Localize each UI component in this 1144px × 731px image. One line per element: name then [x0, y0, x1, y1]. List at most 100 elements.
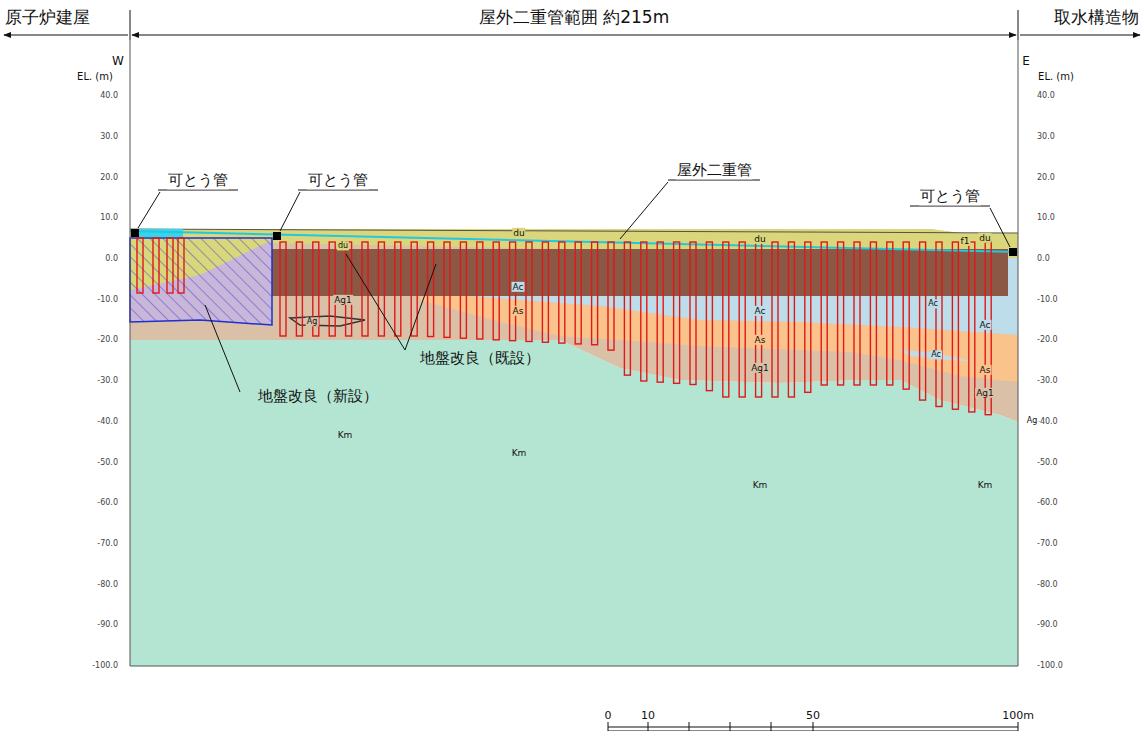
pile: [575, 242, 581, 344]
axis-value: 30.0: [99, 132, 119, 141]
range-heading: 屋外二重管範囲 約215m: [478, 8, 670, 28]
axis-value: -80.0: [1036, 580, 1059, 589]
leader-underline: [298, 190, 378, 191]
layer-label: Ag: [306, 317, 319, 326]
pile: [706, 242, 712, 391]
flexible-joint: [131, 229, 139, 237]
pile: [395, 242, 401, 336]
axis-value: -70.0: [1036, 539, 1059, 548]
scale-value: 0: [604, 710, 613, 723]
pile: [296, 242, 302, 336]
leader-underline: [910, 206, 990, 207]
ag1-layer: [130, 229, 1018, 422]
axis-value: 0.0: [1036, 254, 1051, 263]
pile: [526, 242, 532, 341]
layer-label: Ag: [1026, 416, 1039, 425]
layer-label: Ac: [927, 299, 939, 308]
axis-value: -30.0: [96, 377, 119, 386]
scale-tick: [771, 722, 772, 731]
layer-label: Ac: [979, 320, 992, 330]
range-mark: [1018, 10, 1019, 40]
callout-label: 可とう管: [919, 188, 981, 205]
axis-value: -90.0: [1036, 621, 1059, 630]
pile: [887, 242, 893, 385]
scale-value: 10: [640, 710, 656, 723]
pile: [723, 242, 729, 397]
axis-value: -50.0: [96, 458, 119, 467]
pile: [559, 242, 565, 343]
layer-label: f1: [960, 236, 971, 246]
pile: [903, 242, 909, 389]
dimension-arrow: [4, 35, 128, 36]
axis-value: -40.0: [96, 417, 119, 426]
layer-label: du: [978, 233, 991, 243]
leader-line: [405, 264, 436, 350]
scale-tick: [1018, 722, 1019, 731]
pile: [624, 242, 630, 375]
pile: [608, 242, 614, 350]
axis-value: 10.0: [1036, 214, 1056, 223]
axis-value: -60.0: [96, 499, 119, 508]
axis-title: EL. (m): [76, 71, 114, 83]
leader-line: [205, 305, 240, 392]
pile: [690, 242, 696, 385]
scale-value: 50: [805, 710, 821, 723]
pile: [378, 242, 384, 336]
pile: [756, 242, 762, 397]
layer-label: Ag1: [975, 388, 995, 398]
leader-line: [620, 182, 668, 239]
layer-label: Ac: [930, 350, 942, 359]
leader-line: [280, 192, 300, 231]
axis-value: -70.0: [96, 539, 119, 548]
scale-value: 100m: [1001, 710, 1035, 723]
left-axis: [130, 40, 131, 666]
pile: [178, 238, 184, 293]
pile: [280, 242, 286, 336]
layer-label: As: [754, 335, 767, 345]
flexible-joint: [1009, 248, 1017, 256]
axis-value: -10.0: [1036, 295, 1059, 304]
ag-lens: [290, 316, 365, 326]
ground-surface: [130, 229, 1018, 233]
axis-value: -100.0: [91, 661, 119, 670]
pile: [592, 242, 598, 345]
new-improvement-hatch: [130, 238, 272, 325]
new-improvement-upper: [130, 238, 272, 325]
axis-title: EL. (m): [1037, 71, 1075, 83]
pile: [920, 242, 926, 400]
pile: [542, 242, 548, 342]
pile: [936, 242, 942, 407]
callout-label: 屋外二重管: [676, 162, 753, 179]
direction-mark: E: [1021, 55, 1031, 69]
axis-value: -90.0: [96, 621, 119, 630]
leader-line: [346, 254, 405, 350]
flexible-joint: [273, 232, 281, 240]
scale-tick: [648, 722, 649, 731]
axis-value: -20.0: [96, 336, 119, 345]
range-heading: 原子炉建屋: [4, 8, 91, 28]
layer-label: Ac: [512, 282, 525, 292]
pile: [167, 238, 173, 293]
leader-underline: [668, 180, 760, 181]
pile: [838, 242, 844, 385]
axis-value: -20.0: [1036, 336, 1059, 345]
layer-label: du: [753, 234, 766, 244]
scale-tick: [689, 722, 690, 731]
pile: [460, 242, 466, 338]
leader-line: [138, 192, 160, 228]
existing-ground-improvement: [272, 249, 1008, 296]
layer-label: Ac: [754, 306, 767, 316]
pile: [428, 242, 434, 337]
scale-tick: [813, 722, 814, 731]
axis-value: 40.0: [99, 92, 119, 101]
layer-label: As: [979, 365, 992, 375]
ac-lens: [900, 350, 975, 362]
pile: [657, 242, 663, 382]
axis-value: -10.0: [96, 295, 119, 304]
direction-mark: W: [111, 55, 125, 69]
layer-label: Km: [511, 448, 528, 458]
callout-label: 地盤改良（新設）: [257, 388, 379, 405]
callout-label: 可とう管: [307, 172, 369, 189]
outdoor-double-pipe: [130, 231, 1018, 252]
axis-value: 20.0: [1036, 173, 1056, 182]
